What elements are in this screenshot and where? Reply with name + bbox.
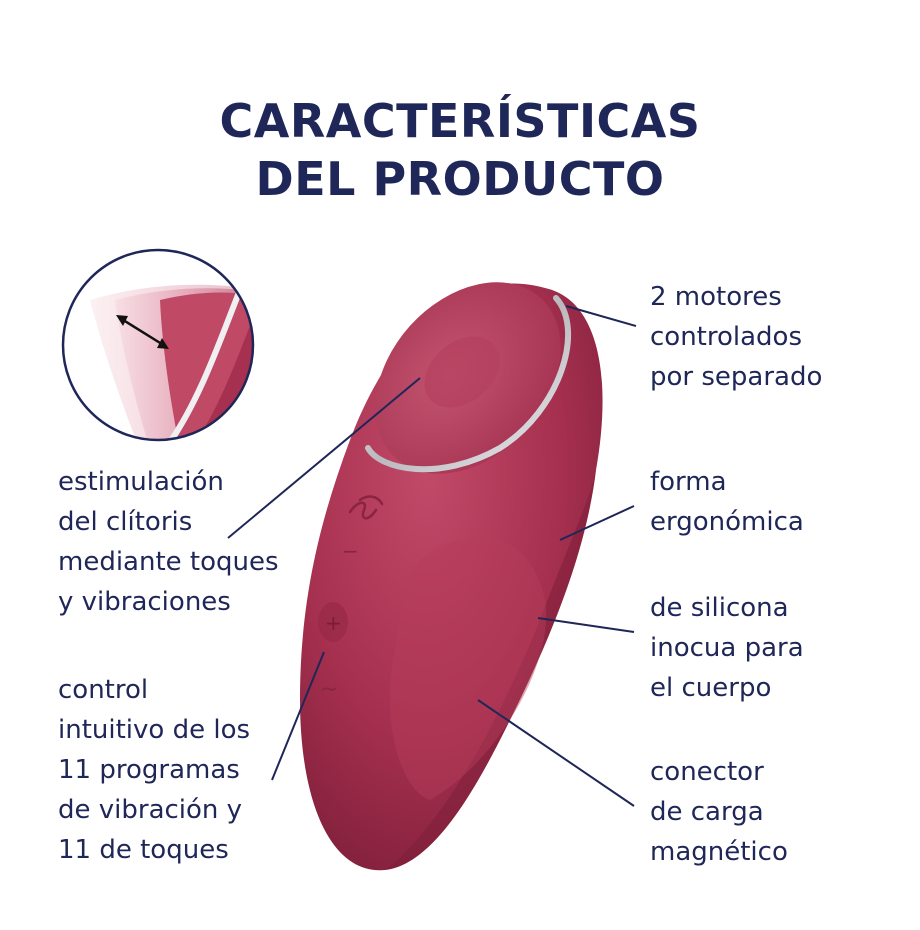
feature-line: y vibraciones: [58, 587, 231, 617]
minus-button[interactable]: −: [342, 539, 359, 563]
stimulation-head: [365, 282, 572, 474]
feature-ergonomic-shape: forma ergonómica: [650, 462, 804, 542]
feature-line: ergonómica: [650, 507, 804, 537]
feature-line: de vibración y: [58, 795, 243, 825]
callout-lines: [227, 305, 637, 807]
feature-line: el cuerpo: [650, 673, 772, 703]
page-title: CARACTERÍSTICAS DEL PRODUCTO: [0, 92, 920, 208]
feature-clitoral-stimulation: estimulación del clítoris mediante toque…: [58, 462, 279, 622]
feature-silicone: de silicona inocua para el cuerpo: [650, 588, 804, 708]
feature-line: control: [58, 675, 149, 705]
feature-line: por separado: [650, 362, 823, 392]
plus-button[interactable]: +: [325, 611, 342, 635]
satisfyer-logo-icon: [348, 495, 384, 520]
feature-intuitive-control: control intuitivo de los 11 programas de…: [58, 670, 250, 870]
feature-line: del clítoris: [58, 507, 193, 537]
feature-line: 11 de toques: [58, 835, 229, 865]
title-line-2: DEL PRODUCTO: [255, 152, 665, 206]
feature-line: de silicona: [650, 593, 789, 623]
feature-line: conector: [650, 757, 764, 787]
zoom-detail: [61, 248, 255, 442]
feature-line: magnético: [650, 837, 788, 867]
feature-line: estimulación: [58, 467, 224, 497]
mode-button[interactable]: ∼: [320, 677, 338, 702]
feature-line: forma: [650, 467, 727, 497]
feature-line: mediante toques: [58, 547, 279, 577]
plus-button-ring: [318, 602, 348, 642]
feature-line: de carga: [650, 797, 764, 827]
feature-line: controlados: [650, 322, 803, 352]
title-line-1: CARACTERÍSTICAS: [219, 94, 701, 148]
feature-line: inocua para: [650, 633, 804, 663]
feature-line: 11 programas: [58, 755, 240, 785]
feature-line: 2 motores: [650, 282, 782, 312]
feature-line: intuitivo de los: [58, 715, 251, 745]
feature-magnetic-charger: conector de carga magnético: [650, 752, 788, 872]
feature-two-motors: 2 motores controlados por separado: [650, 277, 822, 397]
